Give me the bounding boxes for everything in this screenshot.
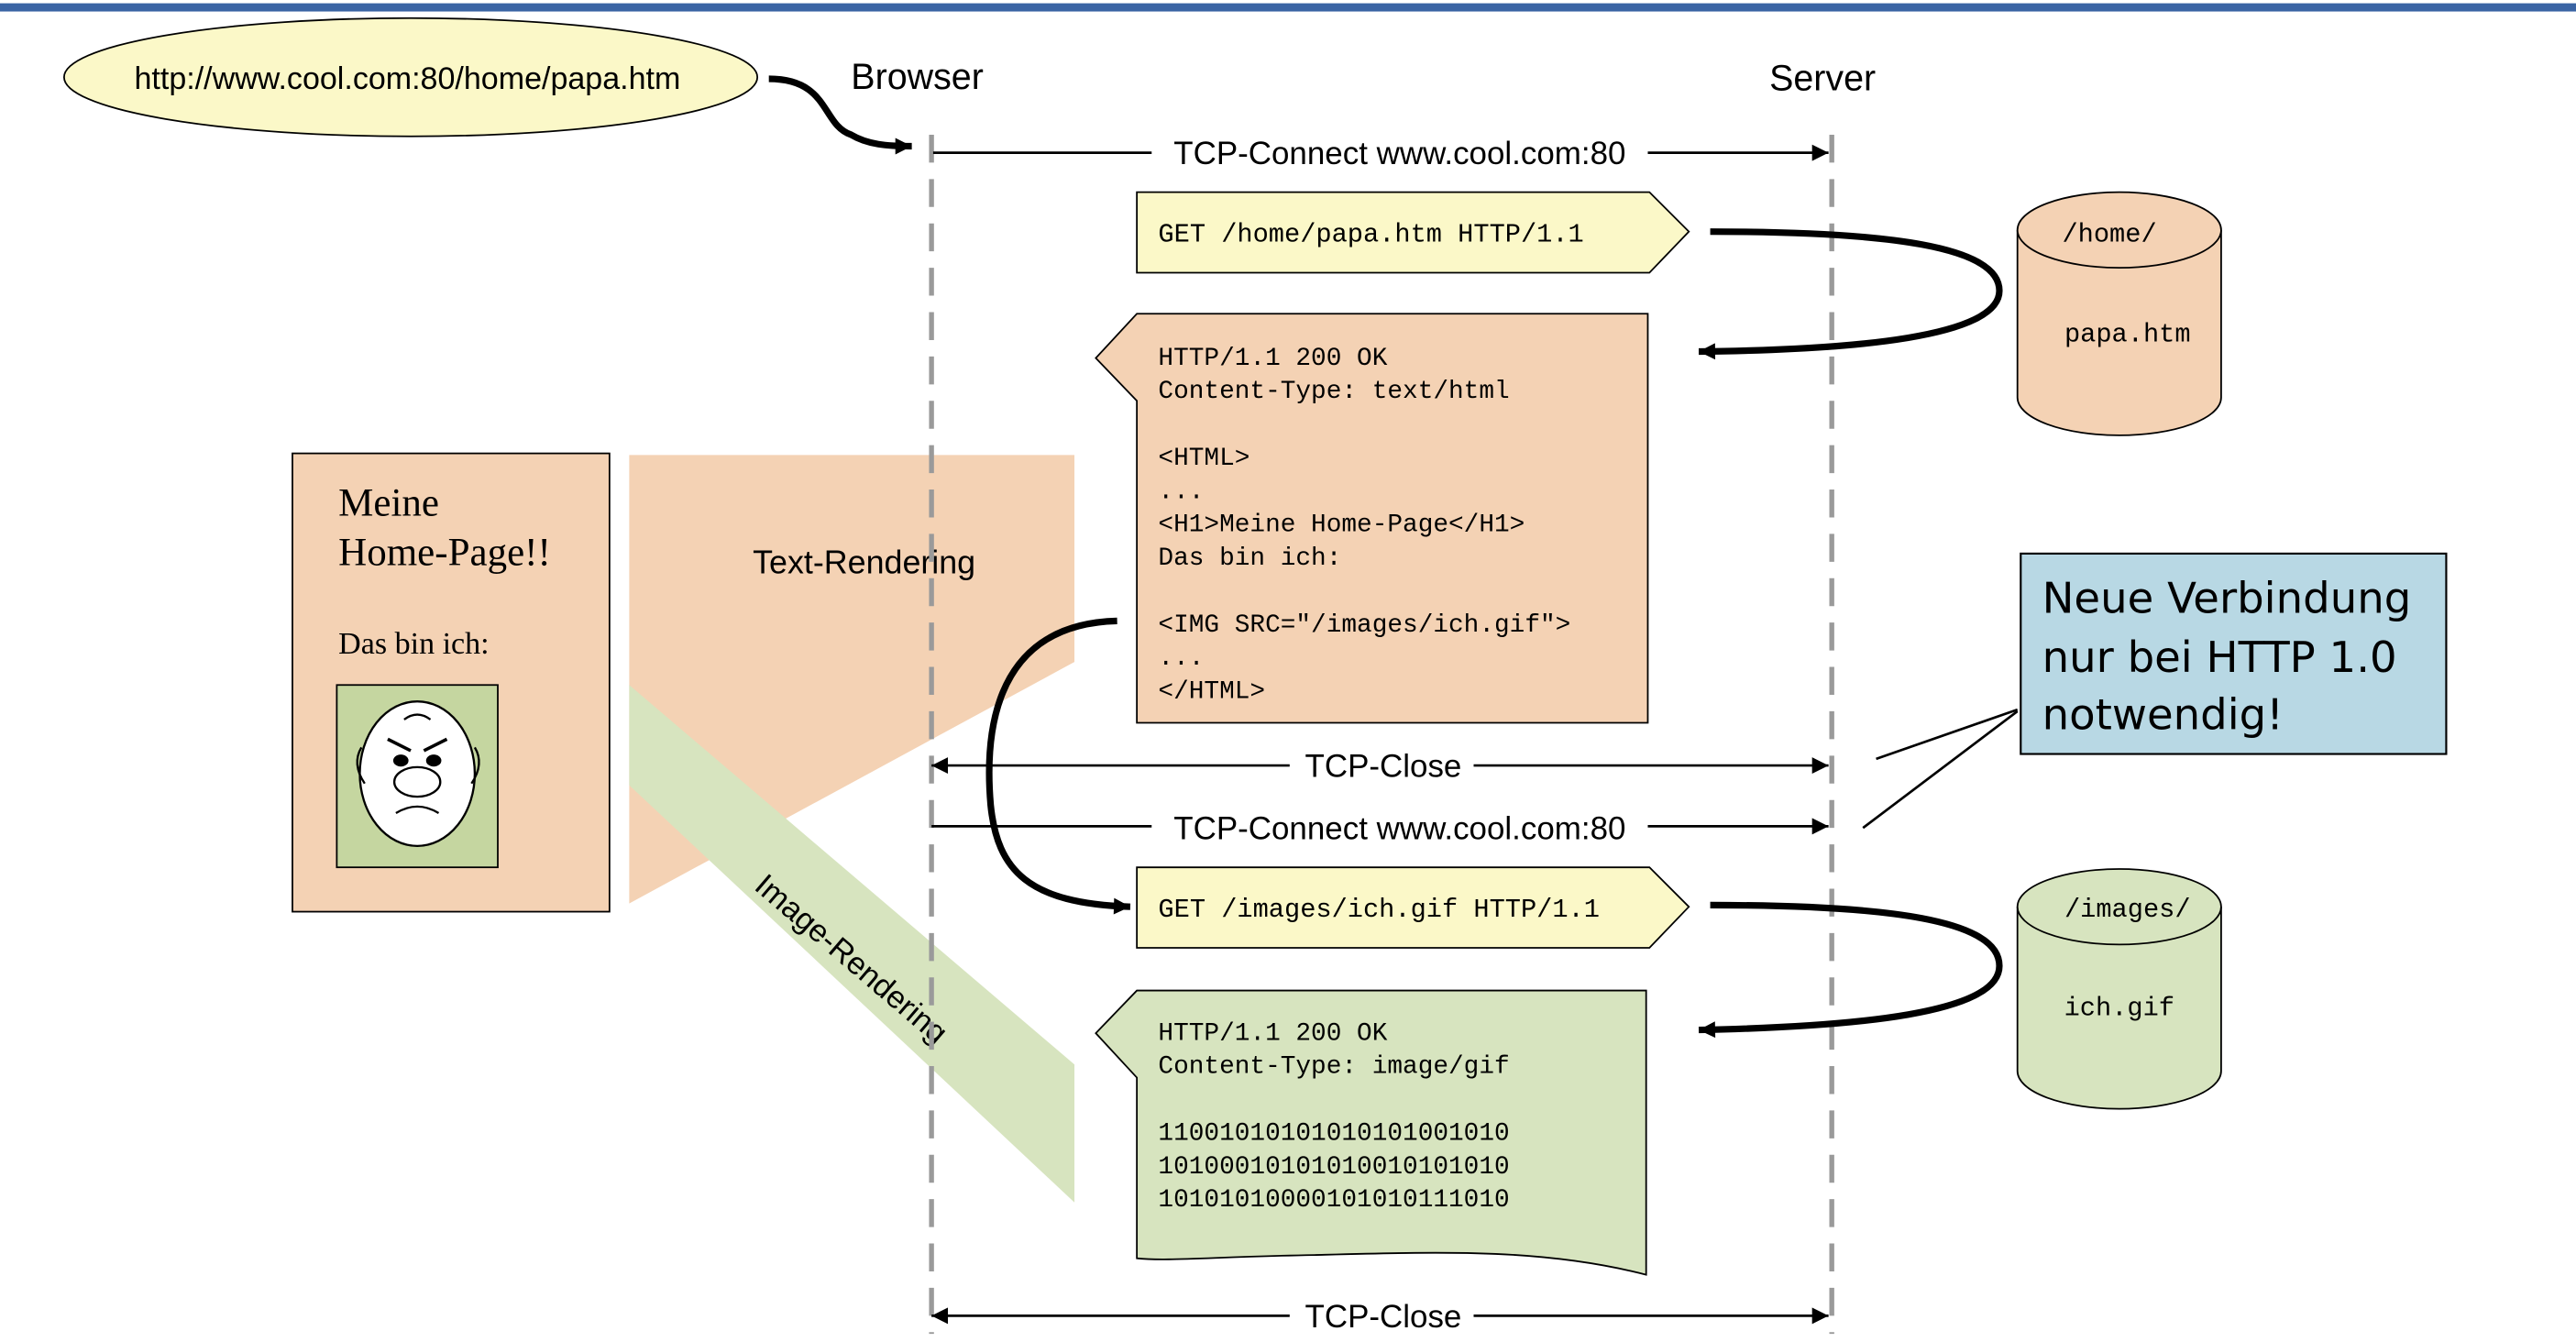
tcp-connect2-label: TCP-Connect www.cool.com:80 [1173,811,1625,847]
server-lane-title: Server [1769,59,1876,99]
face-icon [356,700,480,848]
http10-note: Neue Verbindung nur bei HTTP 1.0 notwend… [2020,552,2448,755]
response2-message: HTTP/1.1 200 OK Content-Type: image/gif 11… [1095,989,1647,1276]
response2-text: HTTP/1.1 200 OK Content-Type: image/gif 11… [1158,1019,1509,1215]
response1-text-line: ... [1158,478,1204,506]
note-line2: nur bei HTTP 1.0 [2042,632,2397,682]
response2-text-line: HTTP/1.1 200 OK [1158,1019,1387,1048]
response2-text-line: Content-Type: image/gif [1158,1053,1509,1082]
request1-message: GET /home/papa.htm HTTP/1.1 [1136,191,1690,274]
url-text: http://www.cool.com:80/home/papa.htm [135,61,681,96]
note-pointer-2 [1862,710,2019,830]
request1-roundtrip-arrow [1698,228,2003,360]
server-storage-images: /images/ ich.gif [2016,868,2222,1110]
note-line1: Neue Verbindung [2042,573,2412,622]
note-pointer-1 [1876,708,2019,761]
db2-dir: /images/ [2064,895,2191,925]
rendered-title-line2: Home-Page!! [338,531,551,574]
request1-text: GET /home/papa.htm HTTP/1.1 [1158,219,1583,249]
response1-text-line: Content-Type: text/html [1158,378,1509,406]
rendered-title-line1: Meine [338,482,439,525]
response1-text-line: <IMG SRC="/images/ich.gif"> [1158,611,1570,640]
browser-lane-title: Browser [851,57,984,97]
image-rendering-band [629,685,1075,1203]
tcp-connect1-label: TCP-Connect www.cool.com:80 [1173,136,1625,171]
top-rule [0,3,2576,12]
url-bubble: http://www.cool.com:80/home/papa.htm [62,16,759,138]
response1-text-line: <HTML> [1158,445,1249,473]
db1-file: papa.htm [2064,320,2191,350]
request2-message: GET /images/ich.gif HTTP/1.1 [1136,866,1690,949]
response2-text-line: 10101010000101010111010 [1158,1186,1509,1215]
response2-text-line: 11001010101010101001010 [1158,1119,1509,1148]
url-to-browser-arrow [768,75,912,155]
note-line3: notwendig! [2042,690,2284,740]
text-rendering-label: Text-Rendering [753,544,975,580]
tcp-close2-label: TCP-Close [1305,1299,1462,1335]
response1-text-line: HTTP/1.1 200 OK [1158,345,1387,373]
img-tag-to-request2-arrow [985,617,1131,915]
response1-text: HTTP/1.1 200 OK Content-Type: text/html <H… [1158,345,1570,707]
rendered-body-text: Das bin ich: [338,627,489,661]
tcp-close1-label: TCP-Close [1305,749,1462,785]
response1-message: HTTP/1.1 200 OK Content-Type: text/html <H… [1095,313,1649,724]
db1-dir: /home/ [2062,219,2156,249]
response1-text-line: <H1>Meine Home-Page</H1> [1158,512,1525,540]
response1-text-line: Das bin ich: [1158,544,1341,573]
db2-file: ich.gif [2064,993,2174,1023]
request2-text: GET /images/ich.gif HTTP/1.1 [1158,895,1600,925]
request2-roundtrip-arrow [1698,901,2003,1039]
response1-text-line: ... [1158,644,1204,673]
response1-text-line: </HTML> [1158,678,1265,707]
server-storage-home: /home/ papa.htm [2016,191,2222,436]
response2-text-line: 10100010101010010101010 [1158,1153,1509,1182]
rendered-page: Meine Home-Page!! Das bin ich: [292,452,611,913]
